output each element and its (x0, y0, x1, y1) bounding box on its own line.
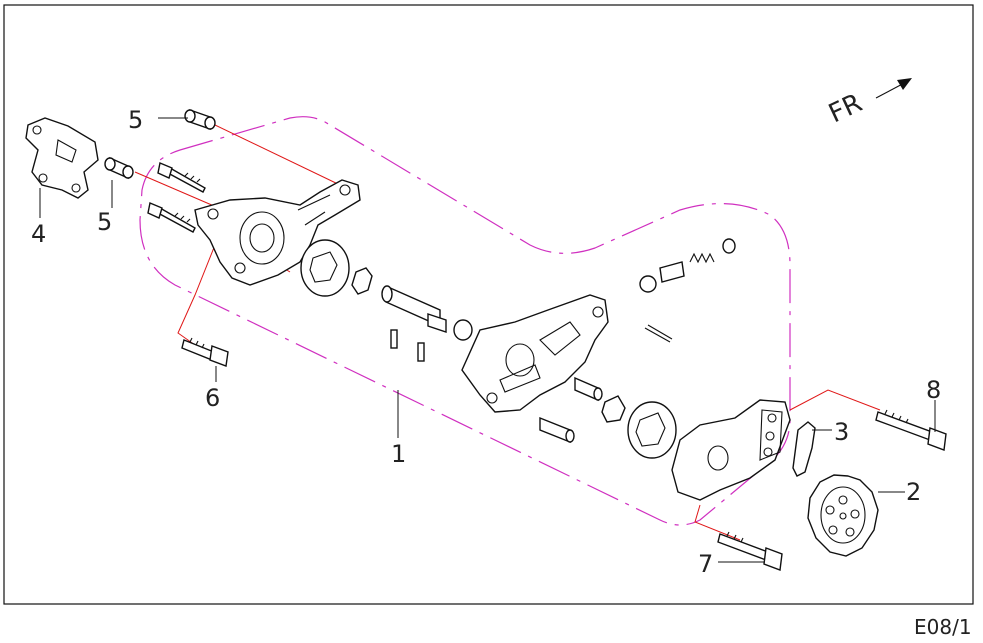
callout-5-lower: 5 (97, 208, 112, 236)
part-rear-pump-housing (194, 179, 361, 286)
part-dowel-sleeve-upper (184, 109, 216, 130)
part-front-cover (671, 399, 791, 501)
front-direction-indicator: FR (824, 78, 912, 129)
part-outer-rotor-rear (300, 239, 350, 297)
part-bushing-upper (574, 376, 603, 402)
part-valve-plug (722, 238, 736, 254)
part-bushing-lower (539, 416, 575, 444)
callout-3: 3 (834, 418, 849, 446)
front-arrowhead-icon (897, 78, 912, 90)
callout-5-upper: 5 (128, 106, 143, 134)
callout-2: 2 (906, 478, 921, 506)
direction-label: FR (824, 88, 867, 129)
part-bracket-plate (25, 117, 99, 199)
part-inner-rotor-rear (351, 267, 373, 295)
part-dowel-pin-a (390, 329, 398, 349)
callout-8: 8 (926, 376, 941, 404)
part-relief-spring (689, 252, 715, 264)
callout-4: 4 (31, 220, 46, 248)
part-pump-shaft (381, 285, 447, 333)
part-cover-gasket (792, 421, 816, 477)
part-housing-bolt-upper (157, 162, 206, 193)
part-main-pump-body (461, 294, 609, 413)
part-split-pin (644, 324, 673, 343)
part-dowel-sleeve-lower (104, 156, 134, 180)
part-dowel-pin-b (417, 342, 425, 362)
part-bolt-6 (181, 337, 229, 367)
part-outer-rotor-front (627, 401, 677, 459)
leader-lines (39, 117, 936, 563)
part-bolt-7 (717, 531, 783, 571)
callout-1: 1 (391, 440, 406, 468)
part-drive-gear (807, 474, 879, 557)
callout-7: 7 (698, 550, 713, 578)
diagram-frame (3, 4, 974, 605)
part-o-ring (453, 319, 473, 341)
page-code: E08/1 (914, 615, 972, 639)
part-housing-bolt-lower (147, 202, 196, 233)
callout-6: 6 (205, 384, 220, 412)
part-inner-rotor-front (601, 395, 626, 423)
part-long-bolt-8 (875, 409, 947, 451)
assembly-group-outline (139, 116, 791, 526)
part-valve-cap (639, 275, 657, 293)
part-relief-valve-piston (659, 261, 685, 283)
